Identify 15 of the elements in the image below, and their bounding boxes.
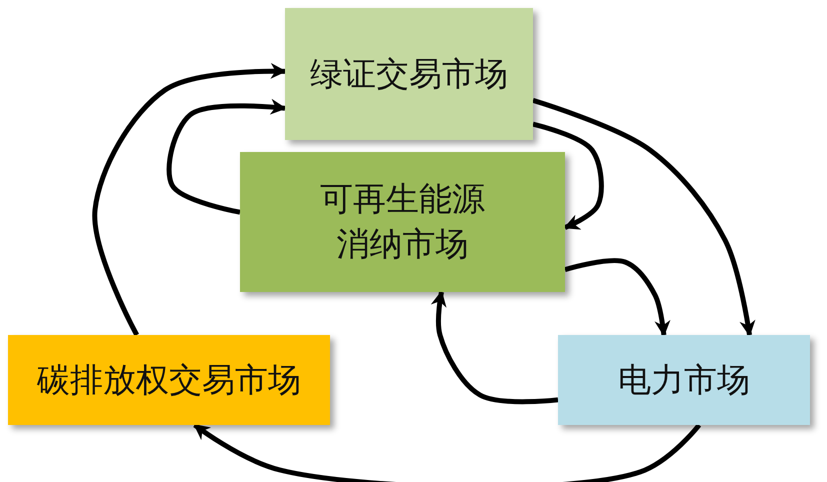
- curved-arrow: [193, 422, 702, 482]
- market-label: 可再生能源消纳市场: [319, 178, 486, 265]
- market-box: [8, 335, 330, 425]
- market-label: 绿证交易市场: [309, 52, 509, 95]
- market-box: [558, 335, 810, 425]
- market-label: 电力市场: [617, 358, 751, 401]
- curved-arrow: [166, 98, 287, 215]
- market-label: 碳排放权交易市场: [36, 358, 302, 401]
- curved-arrow: [532, 98, 756, 337]
- curved-arrow: [564, 258, 670, 337]
- market-box: [285, 8, 533, 140]
- curved-arrow: [92, 63, 287, 336]
- curved-arrow: [430, 290, 558, 404]
- market-box: [240, 152, 565, 292]
- curved-arrow: [532, 122, 604, 230]
